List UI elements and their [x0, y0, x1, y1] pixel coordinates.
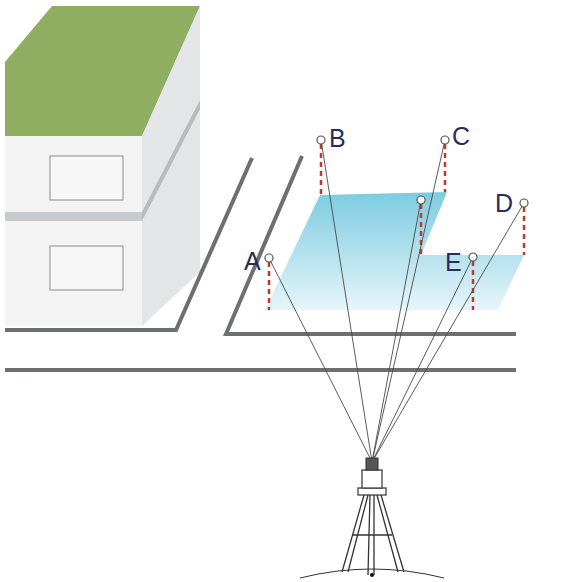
prism	[417, 196, 425, 204]
pole	[523, 207, 526, 255]
telescope	[366, 458, 378, 470]
prism	[317, 136, 325, 144]
total-station	[300, 458, 444, 578]
sight-line	[372, 203, 524, 462]
tribrach	[358, 488, 386, 495]
road-edge	[5, 158, 252, 330]
land-plot	[265, 192, 524, 310]
prisms	[265, 136, 528, 262]
instrument-body	[362, 470, 382, 488]
building	[5, 6, 200, 326]
prism	[265, 254, 273, 262]
sight-line	[269, 258, 372, 462]
ground	[300, 569, 444, 578]
window	[50, 156, 123, 200]
sight-line	[372, 140, 445, 462]
front-wall	[5, 136, 142, 326]
side-wall	[142, 6, 200, 326]
pole	[444, 144, 447, 192]
point-label: B	[329, 126, 346, 151]
point-label: A	[244, 249, 261, 274]
sight-line	[372, 257, 473, 462]
side-band	[142, 100, 200, 221]
prism	[469, 253, 477, 261]
sight-line	[372, 200, 421, 462]
window	[50, 246, 123, 290]
floor-band	[5, 212, 142, 221]
point-label: C	[452, 124, 470, 149]
point-label: E	[445, 250, 462, 275]
poles	[269, 144, 524, 310]
sight-line	[321, 140, 372, 462]
pole	[268, 262, 271, 310]
pole	[320, 144, 323, 195]
prism	[520, 199, 528, 207]
tripod	[342, 495, 404, 575]
sight-lines	[269, 140, 524, 462]
point-label: D	[495, 191, 513, 216]
road-edge	[5, 368, 516, 372]
station-mark	[370, 573, 374, 577]
prism	[441, 136, 449, 144]
pole	[472, 261, 475, 310]
